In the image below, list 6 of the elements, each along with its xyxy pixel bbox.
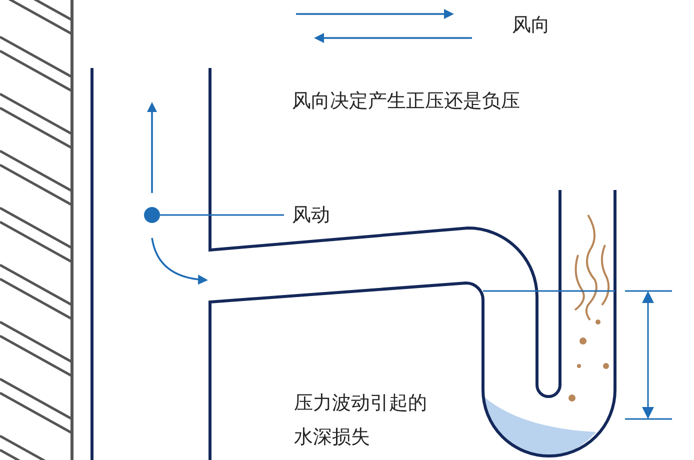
note-text: 压力波动引起的水深损失 xyxy=(294,391,428,450)
note-text: 风向决定产生正压还是负压 xyxy=(292,89,521,114)
pivot-dot xyxy=(144,207,160,223)
leader-line xyxy=(160,214,284,216)
wind-direction-label: 风向 xyxy=(512,13,551,38)
callout-text: 风动 xyxy=(292,198,330,232)
